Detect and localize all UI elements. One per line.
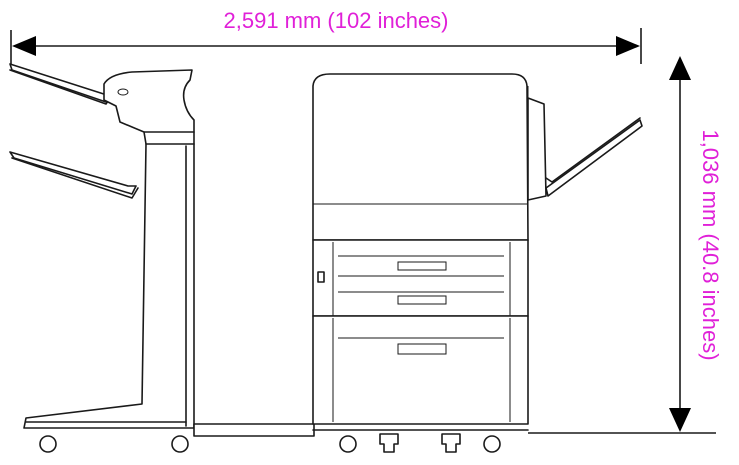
height-arrowhead-top bbox=[669, 56, 691, 80]
finisher-lower-tray-edge bbox=[11, 157, 139, 199]
printer-upper-body bbox=[312, 73, 529, 241]
finisher-lower-tray bbox=[9, 151, 137, 195]
finisher-upper-tray bbox=[9, 63, 111, 103]
tray-3-handle bbox=[397, 343, 447, 355]
width-dimension: 2,591 mm (102 inches) bbox=[10, 8, 642, 64]
printer-door-latch-icon bbox=[317, 271, 325, 283]
finisher-wheel-right bbox=[171, 435, 189, 453]
finisher-unit bbox=[9, 63, 195, 453]
printer-unit bbox=[312, 73, 643, 453]
tray-1-handle bbox=[397, 261, 447, 271]
height-arrowhead-bottom bbox=[669, 408, 691, 432]
finisher-column bbox=[23, 143, 195, 429]
connecting-base-plate bbox=[193, 423, 315, 437]
width-arrowhead-right bbox=[616, 36, 640, 56]
printer-lower-cabinet bbox=[312, 315, 529, 425]
height-dimension: 1,036 mm (40.8 inches) bbox=[528, 56, 723, 434]
printer-tray-section bbox=[312, 239, 529, 317]
height-label: 1,036 mm (40.8 inches) bbox=[698, 129, 723, 360]
connecting-base bbox=[193, 423, 315, 437]
width-arrowhead-left bbox=[12, 36, 36, 56]
finisher-wheel-left bbox=[39, 435, 57, 453]
finisher-indicator-icon bbox=[117, 88, 129, 96]
printer-wheel-right bbox=[483, 435, 501, 453]
width-label: 2,591 mm (102 inches) bbox=[224, 8, 449, 33]
finisher-head bbox=[103, 69, 195, 145]
printer-output-tray bbox=[545, 119, 643, 197]
tray-2-handle bbox=[397, 295, 447, 305]
printer-foot-1 bbox=[379, 433, 399, 453]
printer-foot-2 bbox=[441, 433, 461, 453]
printer-output-tray-lip bbox=[545, 117, 641, 183]
printer-wheel-left bbox=[339, 435, 357, 453]
printer-output-tray-bracket bbox=[527, 97, 547, 201]
